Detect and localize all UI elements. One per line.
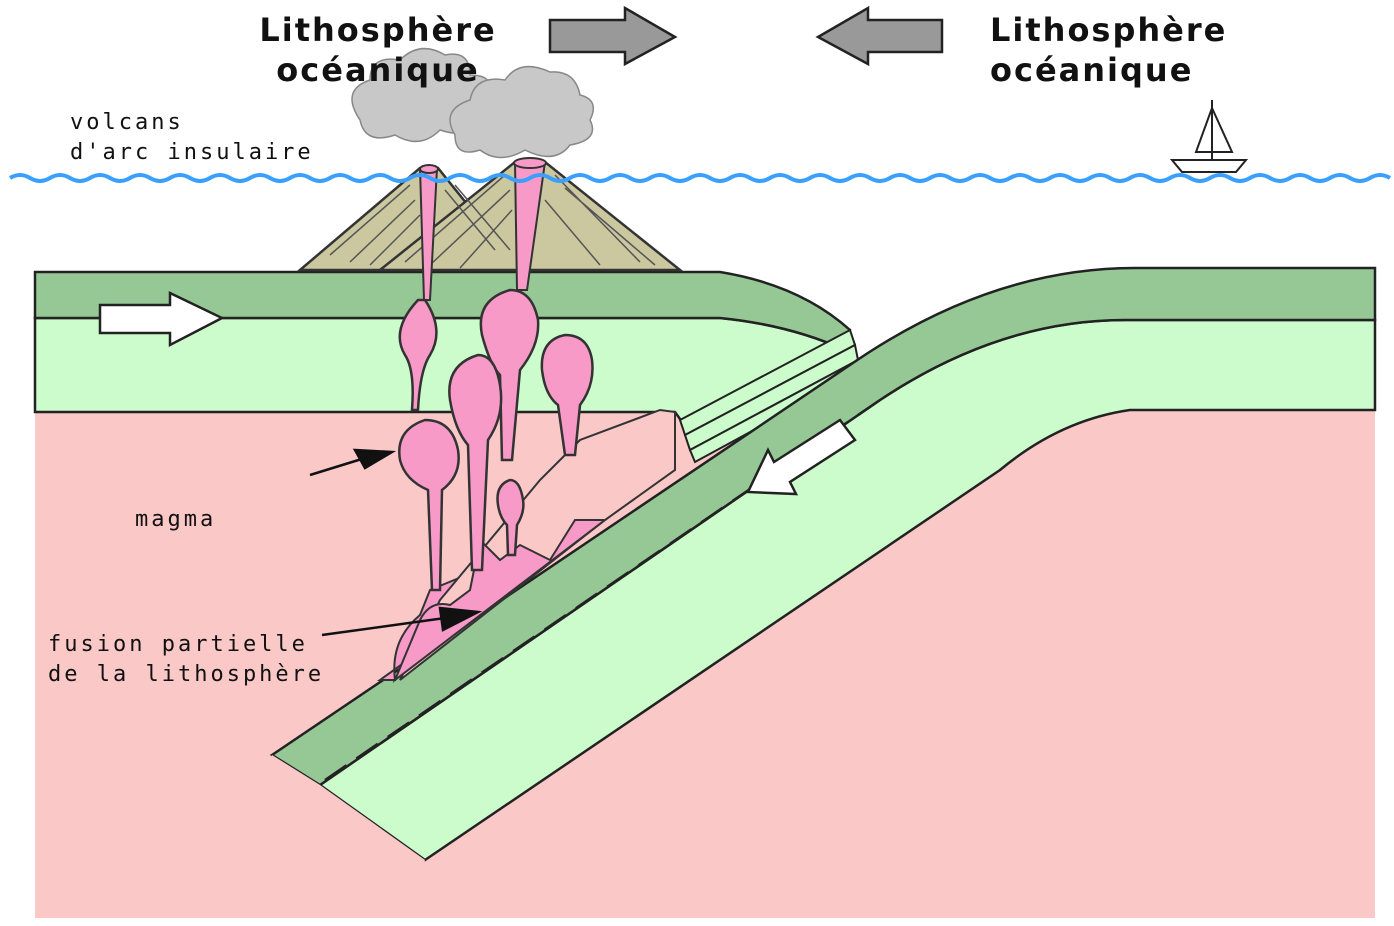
label-lithosphere-right-line1: Lithosphère xyxy=(990,10,1290,50)
label-volcanoes-line1: volcans xyxy=(70,108,314,138)
label-lithosphere-left-line2: océanique xyxy=(228,50,528,90)
label-fusion-line1: fusion partielle xyxy=(48,630,324,660)
label-fusion-line2: de la lithosphère xyxy=(48,660,324,690)
label-lithosphere-right: Lithosphère océanique xyxy=(990,10,1290,90)
label-magma: magma xyxy=(135,505,216,535)
label-volcanoes: volcans d'arc insulaire xyxy=(70,108,314,168)
wave-line-icon xyxy=(10,175,1390,181)
label-lithosphere-left-line1: Lithosphère xyxy=(228,10,528,50)
label-lithosphere-left: Lithosphère océanique xyxy=(228,10,528,90)
label-fusion: fusion partielle de la lithosphère xyxy=(48,630,324,690)
sailboat-icon xyxy=(1172,100,1246,172)
label-volcanoes-line2: d'arc insulaire xyxy=(70,138,314,168)
plate-arrow-right xyxy=(550,8,675,64)
label-lithosphere-right-line2: océanique xyxy=(990,50,1290,90)
plate-arrow-left xyxy=(818,8,942,64)
